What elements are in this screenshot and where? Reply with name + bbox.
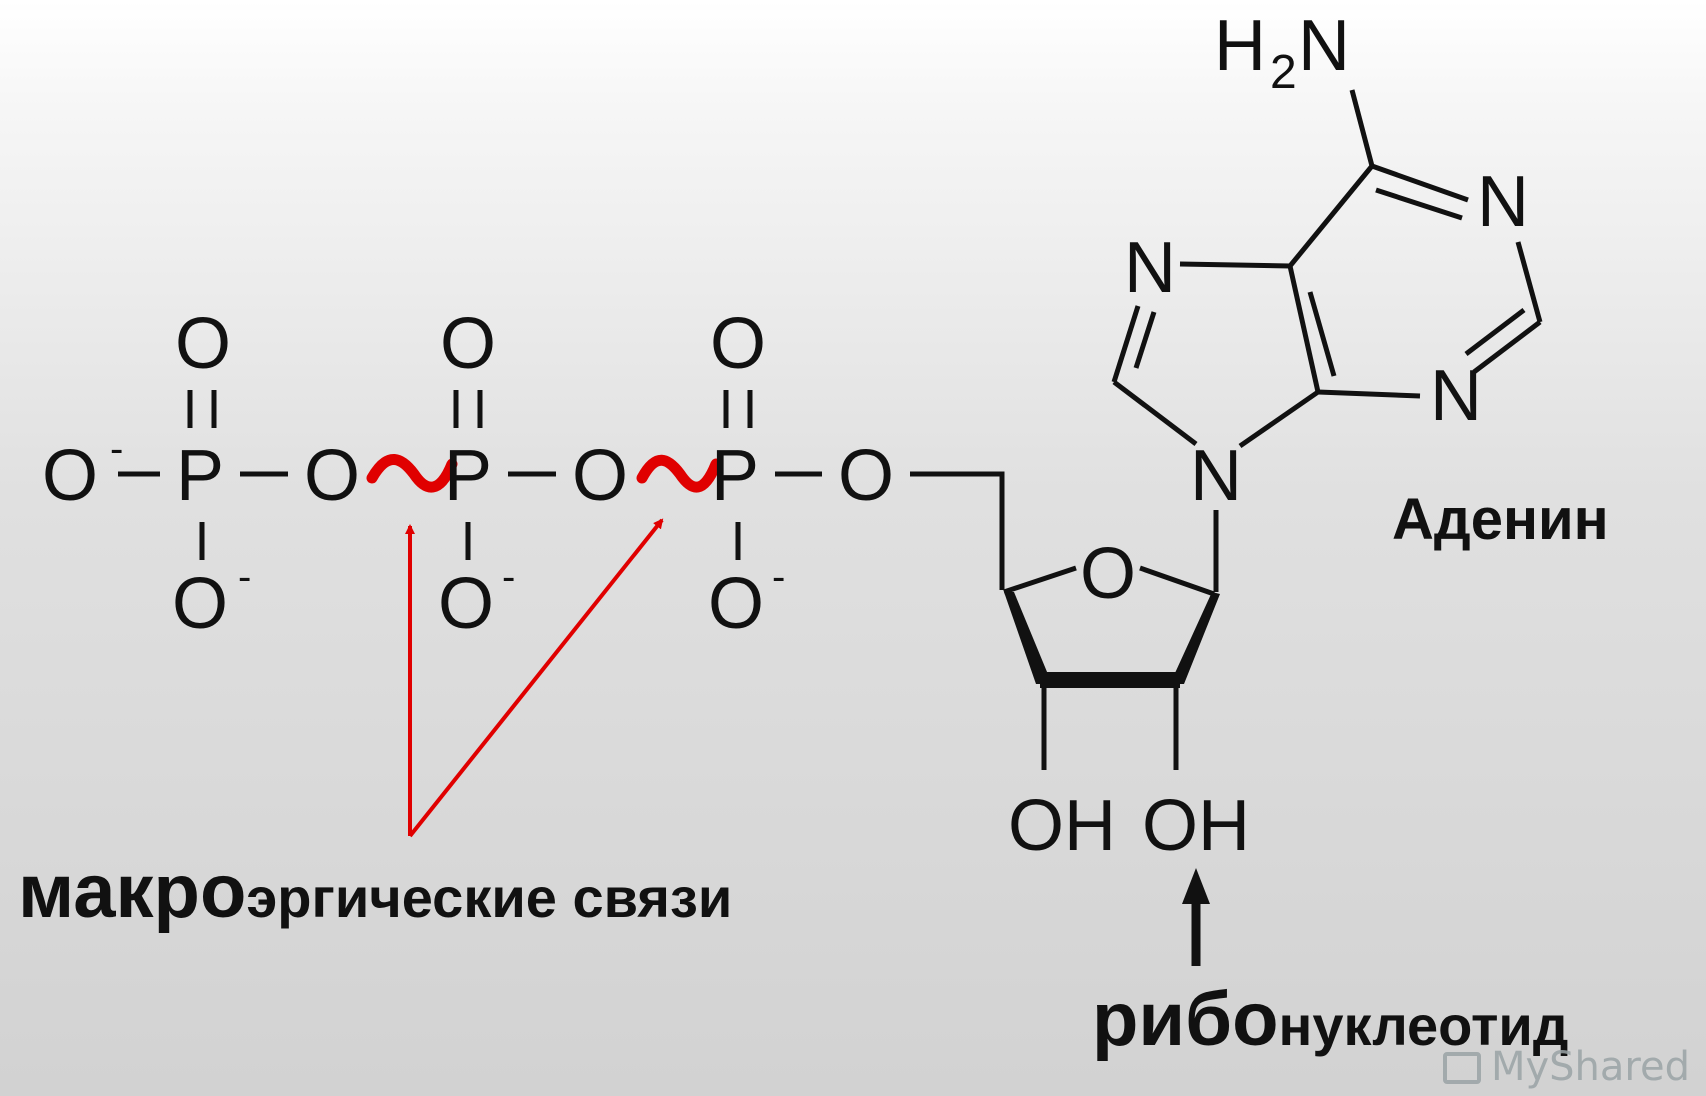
bond-c5-c4-inner [1307, 291, 1337, 377]
atom-n3: N [1430, 356, 1482, 436]
bond-c6-nh2 [1349, 89, 1375, 167]
presentation-icon [1442, 1052, 1481, 1084]
macroergic-label: макроэргические связи [18, 848, 732, 935]
bond-c2-n1 [1515, 241, 1543, 323]
atom-o-p1-top: O [175, 304, 231, 384]
ribonucleotide-label-rest: нуклеотид [1278, 994, 1569, 1057]
bond-c8-n7-inner [1133, 311, 1157, 369]
adenine-base: N N N N H 2 N [1111, 6, 1543, 516]
atom-n1: N [1477, 162, 1529, 242]
bond-c4-n3 [1317, 389, 1421, 399]
ribonucleotide-label: рибонуклеотид [1092, 976, 1568, 1063]
atom-n7: N [1124, 228, 1176, 308]
atom-o-ester: O [838, 436, 894, 516]
charge-p2-bottom: - [502, 555, 515, 599]
high-energy-bond-2 [636, 454, 722, 493]
bond-n3-c2-inner [1464, 308, 1526, 356]
bond-n1-c6 [1371, 163, 1469, 203]
atom-n-amino: N [1298, 6, 1350, 86]
annotation-arrows [405, 518, 1210, 966]
atom-h: H [1214, 6, 1266, 86]
bond-c5-c4 [1287, 265, 1321, 393]
atom-o-ring: O [1080, 534, 1136, 614]
bond-c6-c5 [1288, 164, 1374, 268]
ribose-ring: O OH OH [910, 471, 1250, 866]
wedge-bond-left [1004, 592, 1052, 684]
adenine-label: Аденин [1392, 487, 1609, 552]
atom-o-p3-bottom: O [708, 564, 764, 644]
ribonucleotide-label-bold: рибо [1092, 977, 1279, 1062]
atom-o-p1-bottom: O [172, 564, 228, 644]
arrow-to-bond-2 [408, 518, 664, 838]
macroergic-label-bold: макро [18, 849, 247, 934]
atom-p2: P [444, 436, 492, 516]
atom-o-terminal: O [42, 436, 98, 516]
atom-o-p3-top: O [710, 304, 766, 384]
arrow-ribose-head [1182, 868, 1210, 904]
bond-n1-c6-inner [1375, 187, 1463, 221]
bond-n7-c5 [1179, 261, 1291, 269]
macroergic-label-rest: эргические связи [246, 866, 733, 929]
bond-o-c1 [1139, 565, 1215, 597]
atom-p3: P [711, 436, 759, 516]
bond-n3-c2 [1472, 320, 1542, 374]
wedge-bond-right [1170, 592, 1220, 684]
atom-o-bridge1: O [304, 436, 360, 516]
high-energy-bond-1 [366, 454, 458, 493]
charge-p1-bottom: - [238, 555, 251, 599]
bond-n9-c8 [1112, 380, 1198, 446]
atom-o-p2-top: O [440, 304, 496, 384]
bond-c8-n7 [1111, 305, 1141, 383]
atom-o-p2-bottom: O [438, 564, 494, 644]
bond-ch2 [910, 471, 1005, 590]
atom-n9: N [1190, 436, 1242, 516]
atom-oh-left: OH [1008, 786, 1116, 866]
atom-p1: P [176, 436, 224, 516]
atom-o-bridge2: O [572, 436, 628, 516]
phosphate-chain: O - P O O - O P O O - O P O O - [42, 304, 894, 644]
atom-h-subscript: 2 [1270, 46, 1297, 99]
charge-terminal: - [110, 427, 123, 471]
atom-oh-right: OH [1142, 786, 1250, 866]
watermark: MyShared [1442, 1044, 1690, 1090]
charge-p3-bottom: - [772, 555, 785, 599]
bond-c4-n9 [1238, 389, 1320, 449]
watermark-text: MyShared [1490, 1044, 1690, 1090]
bond-c4-o [1003, 565, 1077, 595]
